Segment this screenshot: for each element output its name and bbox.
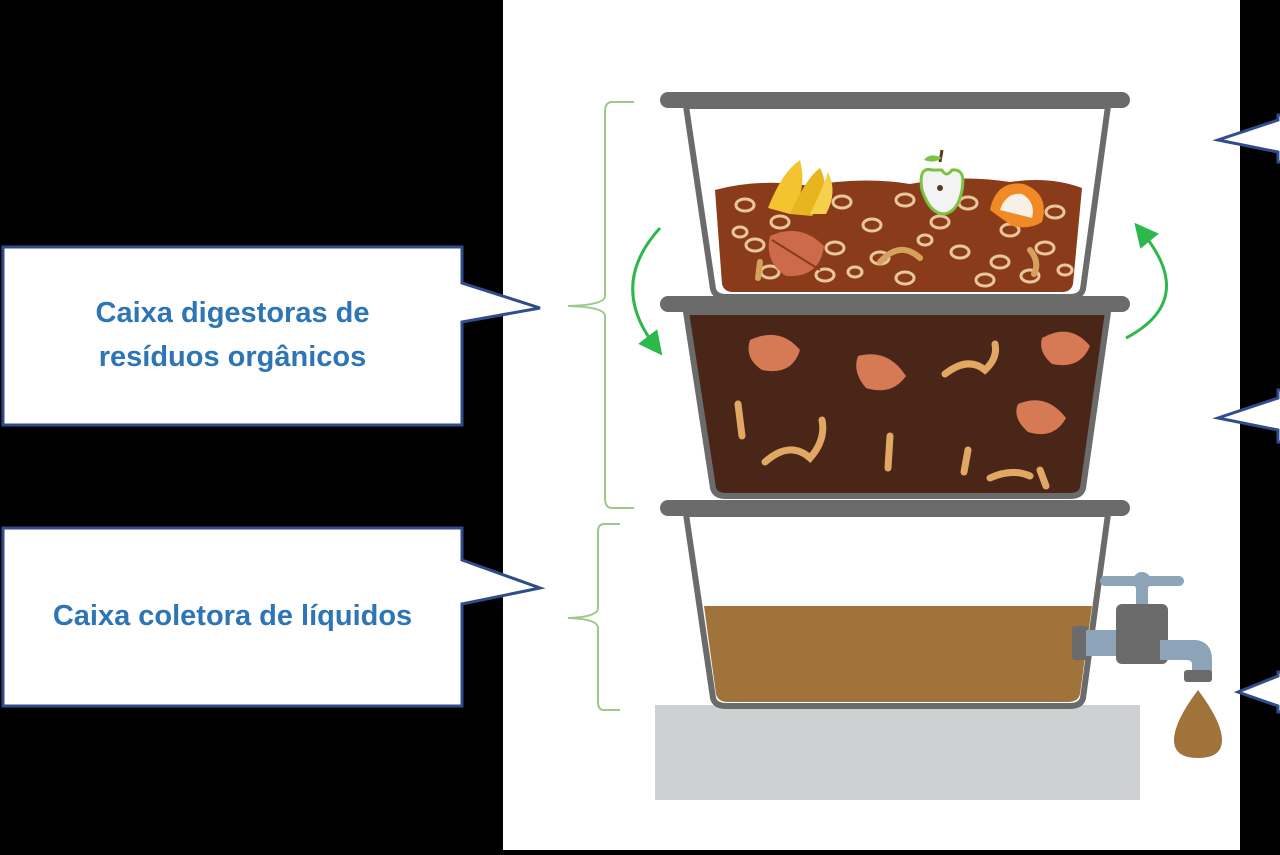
- collector-bracket: [567, 523, 620, 711]
- collector-callout: [1, 526, 546, 708]
- tap-icon: [1072, 572, 1212, 682]
- base-stand: [655, 705, 1140, 800]
- leaf-icon: [768, 230, 824, 277]
- right-callout-middle: [1212, 388, 1280, 444]
- orange-peel-icon: [990, 183, 1044, 228]
- collector-box: [660, 500, 1130, 709]
- banana-peel-icon: [768, 160, 833, 216]
- right-callout-top: [1212, 113, 1280, 164]
- top-digester-box: [660, 92, 1130, 300]
- middle-digester-box: [660, 296, 1130, 499]
- top-worms: [755, 247, 1040, 281]
- middle-leaves: [748, 331, 1090, 435]
- liquid-drop-icon: [1174, 690, 1222, 758]
- middle-worms: [734, 340, 1050, 490]
- digester-label-line2: resíduos orgânicos: [98, 341, 367, 373]
- right-callout-bottom: [1233, 670, 1280, 714]
- apple-core-icon: [919, 149, 965, 216]
- compost-particles: [731, 192, 1074, 288]
- digester-callout: [1, 245, 541, 427]
- digester-label-line1: Caixa digestoras de: [95, 297, 370, 329]
- digester-callout-label: Caixa digestoras de resíduos orgânicos: [6, 290, 459, 380]
- rotate-down-arrow: [631, 226, 663, 356]
- collector-callout-label: Caixa coletora de líquidos: [6, 592, 459, 640]
- rotate-up-arrow: [1125, 222, 1168, 340]
- collector-label: Caixa coletora de líquidos: [52, 600, 413, 632]
- digester-bracket: [567, 101, 634, 509]
